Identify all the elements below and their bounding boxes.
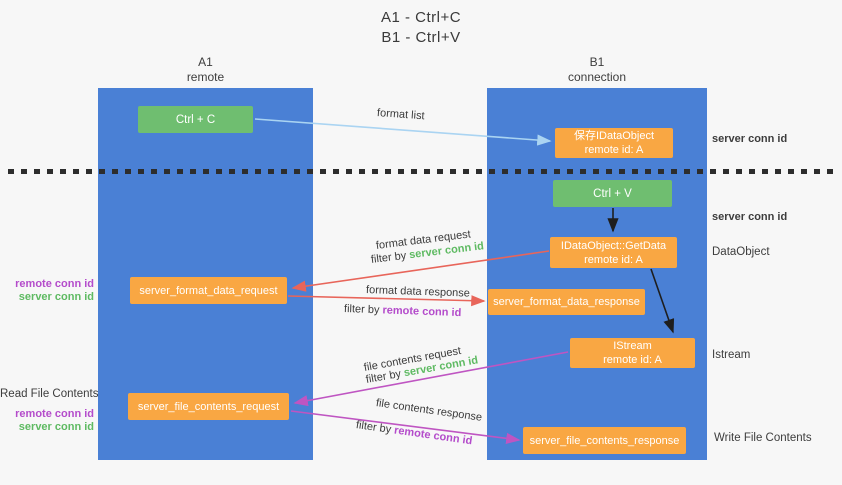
save-idataobject-node: 保存IDataObject remote id: A	[555, 128, 673, 158]
dataobject-label: DataObject	[712, 246, 770, 258]
server-conn-id-label: server conn id	[18, 291, 94, 303]
server-conn-id-label: server conn id	[18, 421, 94, 433]
server-conn-id-mid-label: server conn id	[712, 211, 788, 223]
file-response-filter-label: filter by remote conn id	[355, 419, 473, 447]
title-line-2: B1 - Ctrl+V	[381, 29, 461, 46]
diagram-title: A1 - Ctrl+C B1 - Ctrl+V	[0, 8, 842, 48]
server-format-data-response-node: server_format_data_response	[488, 289, 645, 315]
ctrl-v-node: Ctrl + V	[553, 180, 672, 207]
save-idataobject-line1: 保存IDataObject	[573, 130, 655, 142]
read-file-contents-label: Read File Contents	[0, 388, 99, 400]
remote-conn-id-text: remote conn id	[393, 424, 474, 448]
server-format-data-request-node: server_format_data_request	[130, 277, 287, 304]
istream-line1: IStream	[613, 340, 652, 352]
istream-line2: remote id: A	[603, 354, 662, 366]
filter-by-text: filter by	[355, 419, 395, 437]
getdata-line1: IDataObject::GetData	[560, 239, 667, 252]
format-list-label: format list	[376, 107, 425, 123]
phase-separator-dotted-line	[8, 169, 836, 174]
left-column-id: A1	[198, 55, 213, 69]
server-file-contents-response-node: server_file_contents_response	[523, 427, 686, 454]
write-file-contents-label: Write File Contents	[714, 432, 812, 444]
format-data-response-label: format data response	[365, 284, 471, 300]
right-column-header: B1 connection	[487, 55, 707, 85]
istream-label: Istream	[712, 349, 751, 361]
istream-node: IStream remote id: A	[570, 338, 695, 368]
server-conn-id-top-label: server conn id	[712, 133, 788, 145]
file-contents-response-label: file contents response	[375, 397, 483, 424]
filter-by-text: filter by	[343, 303, 383, 317]
right-column-role: connection	[567, 70, 627, 84]
remote-conn-id-text: remote conn id	[382, 304, 462, 320]
left-column-header: A1 remote	[98, 55, 313, 85]
left-conn-ids-file: remote conn id server conn id	[0, 408, 94, 434]
right-column-id: B1	[589, 55, 605, 69]
left-column-role: remote	[186, 70, 225, 84]
remote-conn-id-label: remote conn id	[15, 408, 94, 420]
ctrl-c-node: Ctrl + C	[138, 106, 253, 133]
getdata-line2: remote id: A	[584, 253, 643, 266]
remote-conn-id-label: remote conn id	[15, 278, 94, 290]
left-conn-ids-format: remote conn id server conn id	[0, 278, 94, 304]
idataobject-getdata-node: IDataObject::GetData remote id: A	[550, 237, 677, 268]
save-idataobject-line2: remote id: A	[584, 144, 644, 156]
format-response-filter-label: filter by remote conn id	[344, 303, 462, 319]
server-file-contents-request-node: server_file_contents_request	[128, 393, 289, 420]
title-line-1: A1 - Ctrl+C	[380, 9, 462, 26]
